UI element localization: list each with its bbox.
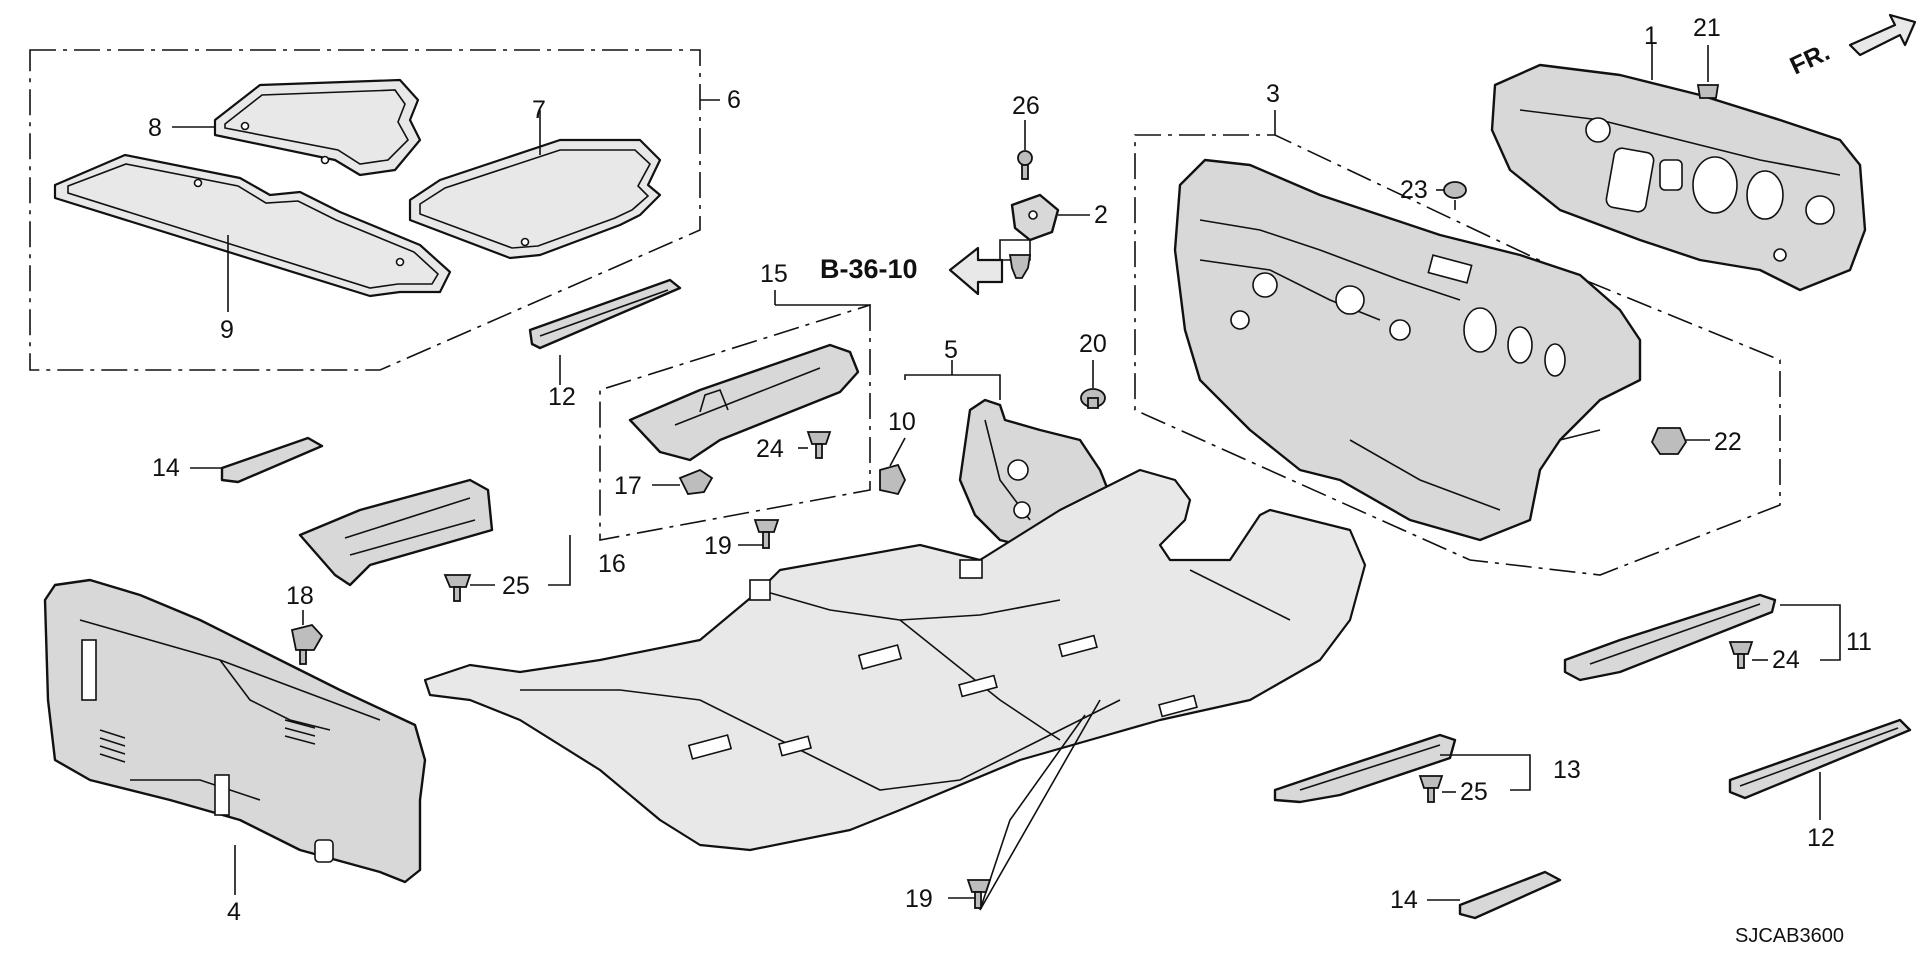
clip-10[interactable] (879, 463, 906, 496)
clip-25-left[interactable] (443, 574, 472, 602)
part-code: SJCAB3600 (1735, 925, 1844, 947)
screw-26[interactable] (1017, 150, 1033, 180)
callout-19-lower: 19 (905, 885, 933, 913)
callout-20: 20 (1079, 330, 1107, 358)
callout-13: 13 (1553, 756, 1581, 784)
clip-25-right[interactable] (1418, 775, 1444, 803)
callout-17: 17 (614, 472, 642, 500)
callout-6: 6 (727, 86, 741, 114)
callout-26: 26 (1012, 92, 1040, 120)
callout-12-right: 12 (1807, 824, 1835, 852)
callout-15: 15 (760, 260, 788, 288)
callout-11: 11 (1846, 628, 1872, 656)
callout-19-upper: 19 (704, 532, 732, 560)
clip-24-upper[interactable] (806, 431, 832, 459)
callout-7: 7 (532, 96, 546, 124)
sill-garnish-right-11[interactable] (1563, 593, 1777, 682)
clip-21[interactable] (1696, 84, 1720, 99)
dashboard-insulator-group (1134, 110, 1781, 576)
dashboard-insulator-3[interactable] (1173, 158, 1642, 542)
callout-8: 8 (148, 114, 162, 142)
callout-3: 3 (1266, 80, 1280, 108)
grommet (1008, 254, 1032, 279)
callout-4: 4 (227, 898, 241, 926)
floor-mat-front[interactable] (408, 138, 662, 260)
kick-garnish-group (599, 290, 871, 541)
clip-19-upper[interactable] (753, 519, 780, 549)
reference-label[interactable]: B-36-10 (820, 254, 918, 284)
clip-19-lower[interactable] (966, 879, 992, 909)
callout-2: 2 (1094, 201, 1108, 229)
front-direction-arrow: FR. (1786, 13, 1917, 80)
callout-12-left: 12 (548, 383, 576, 411)
kick-garnish-15[interactable] (628, 343, 860, 462)
clip-20[interactable] (1080, 388, 1106, 409)
callout-23: 23 (1400, 176, 1428, 204)
callout-16: 16 (598, 550, 626, 578)
callout-24-upper: 24 (756, 435, 784, 463)
callout-5: 5 (944, 336, 958, 364)
callout-14-left: 14 (152, 454, 180, 482)
clip-23[interactable] (1443, 181, 1467, 199)
callout-25-left: 25 (502, 572, 530, 600)
callout-9: 9 (220, 316, 234, 344)
callout-numbers: 1 2 3 4 5 6 7 8 9 10 11 12 12 13 14 14 1… (148, 14, 1872, 926)
clip-22[interactable] (1650, 427, 1688, 455)
callout-22: 22 (1714, 428, 1742, 456)
reference-arrow-shape (948, 246, 1004, 296)
step-garnish-left-14[interactable] (220, 436, 324, 484)
clip-24-right[interactable] (1728, 641, 1754, 669)
bracket-2[interactable] (1010, 193, 1060, 242)
floor-mat-group (29, 49, 720, 371)
clip-17[interactable] (678, 468, 714, 495)
reference-arrow (999, 239, 1031, 261)
floor-mat-rear[interactable] (53, 153, 452, 298)
rear-insulator-4[interactable] (43, 578, 427, 884)
rear-kick-garnish-16[interactable] (298, 478, 494, 587)
step-garnish-right-14[interactable] (1458, 870, 1562, 920)
callout-24-right: 24 (1772, 646, 1800, 674)
callout-25-right: 25 (1460, 778, 1488, 806)
callout-14-right: 14 (1390, 886, 1418, 914)
callout-10: 10 (888, 408, 916, 436)
callout-18: 18 (286, 582, 314, 610)
floor-mat-front-small[interactable] (213, 78, 422, 177)
sill-garnish-left-12[interactable] (528, 278, 682, 350)
callout-1: 1 (1644, 22, 1658, 50)
clip-18[interactable] (290, 623, 324, 665)
front-indicator-label: FR. (1786, 38, 1834, 80)
callout-21: 21 (1693, 14, 1721, 42)
